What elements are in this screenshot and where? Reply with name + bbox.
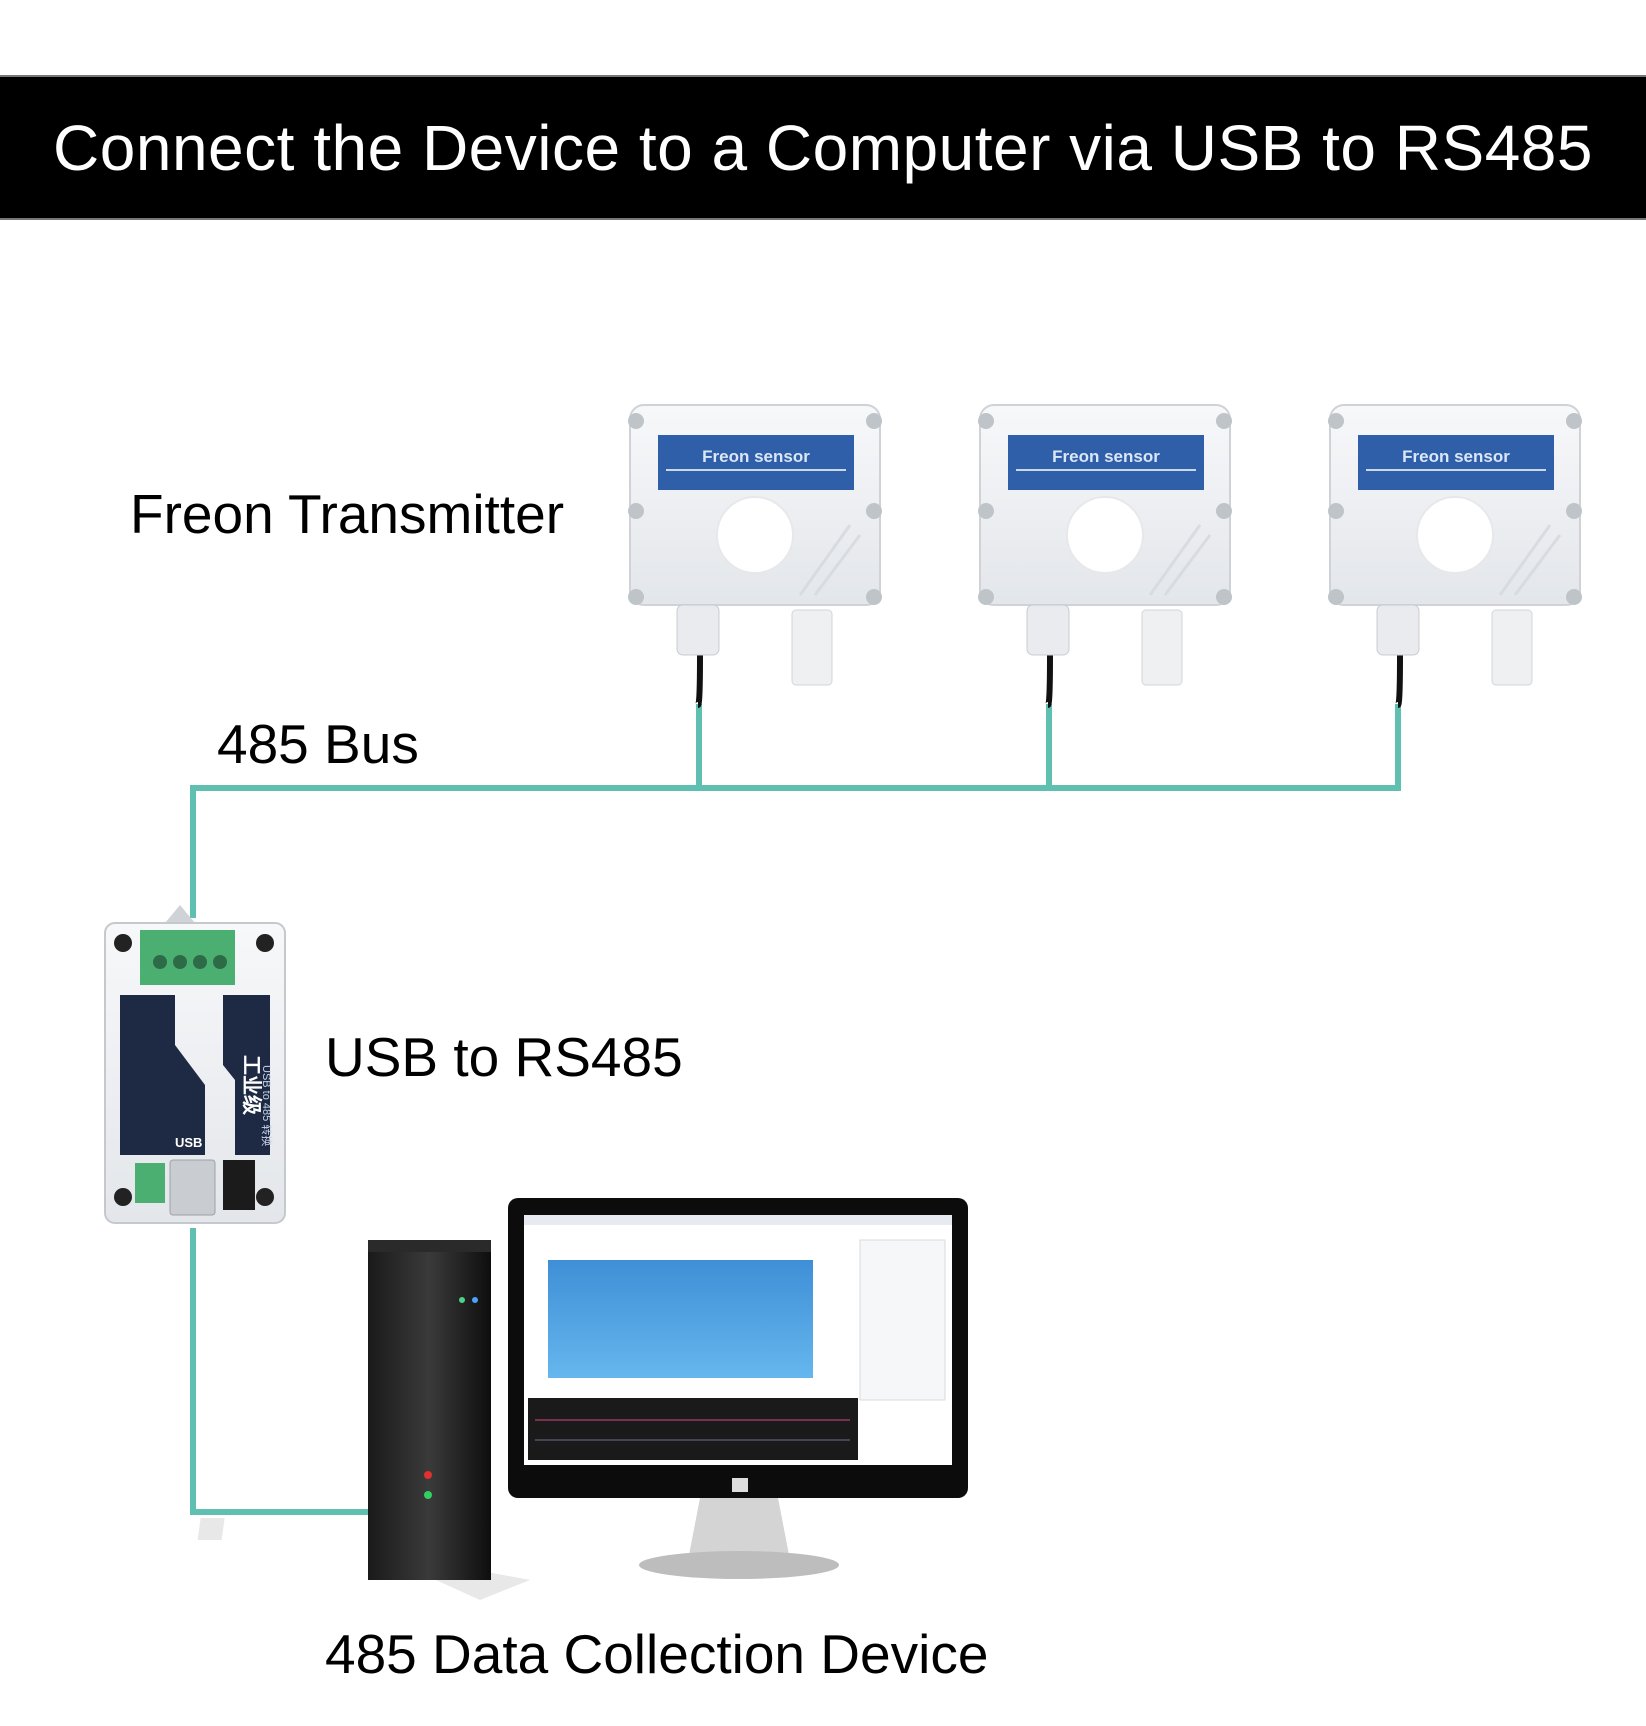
pc-tower <box>197 1240 530 1600</box>
windows-logo-icon <box>197 1518 225 1540</box>
sensor-2-badge-text: Freon sensor <box>1052 447 1160 466</box>
converter-label: USB to RS485 <box>325 1026 683 1088</box>
sensor-1-badge-text: Freon sensor <box>702 447 810 466</box>
sensor-3-badge-text: Freon sensor <box>1402 447 1510 466</box>
freon-sensor-1: Freon sensor <box>628 404 882 708</box>
title-banner: Connect the Device to a Computer via USB… <box>0 75 1646 220</box>
usb-port <box>169 1159 216 1216</box>
usb-cable-line <box>190 1228 370 1515</box>
transmitter-label: Freon Transmitter <box>130 483 565 545</box>
page-title: Connect the Device to a Computer via USB… <box>53 111 1593 184</box>
freon-sensor-3: Freon sensor <box>1328 404 1582 708</box>
usb-rs485-converter: 工业级 USB to 485 转换 USB <box>104 905 286 1224</box>
freon-sensor-2: Freon sensor <box>978 404 1232 708</box>
monitor <box>508 1198 968 1579</box>
usb-port-label: USB <box>175 1135 202 1150</box>
bus-wiring <box>190 704 1401 1515</box>
monitor-logo-icon <box>732 1478 748 1492</box>
bus-main-line <box>190 704 1401 918</box>
converter-brand-text: 工业级 <box>240 1055 264 1115</box>
converter-side-text: USB to 485 转换 <box>260 1065 274 1146</box>
collector-label: 485 Data Collection Device <box>325 1623 989 1685</box>
bus-label: 485 Bus <box>217 713 419 775</box>
